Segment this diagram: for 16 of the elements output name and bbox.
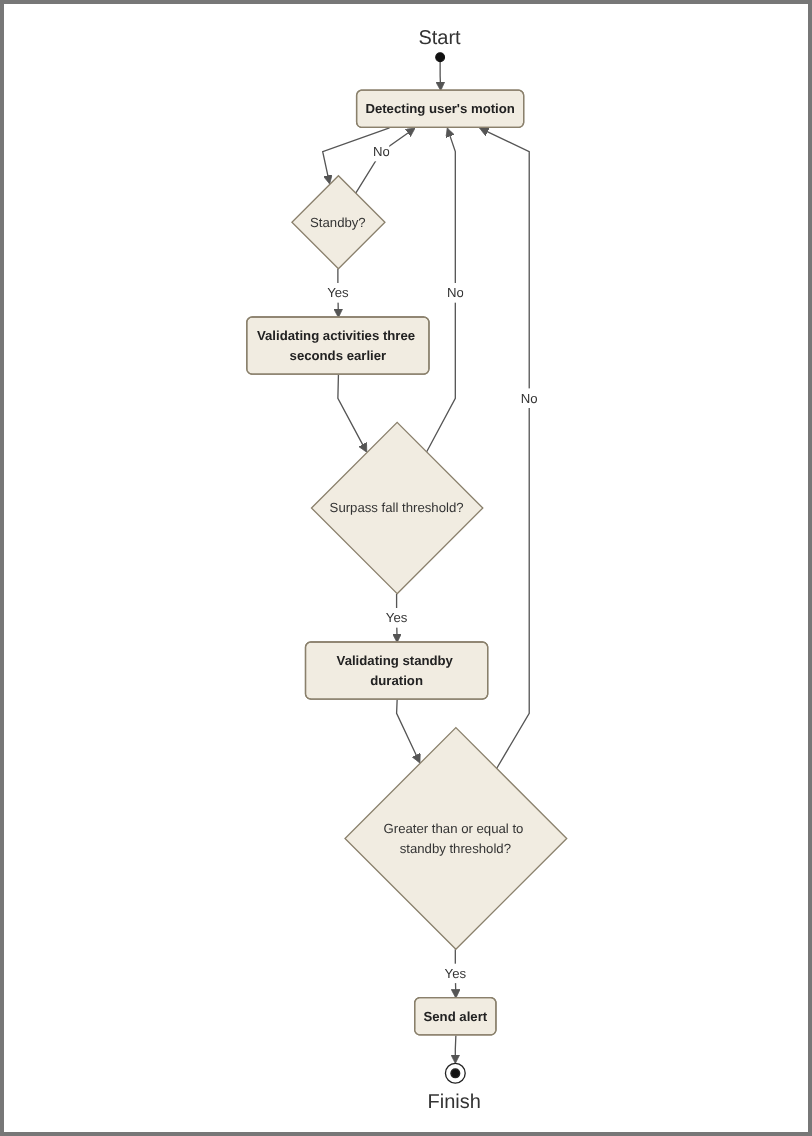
node-circle	[444, 1062, 466, 1084]
arrow	[321, 127, 390, 185]
node-circle	[434, 52, 445, 63]
arrow	[395, 698, 420, 764]
arrow	[332, 268, 343, 318]
arrow	[478, 127, 530, 770]
node-diamond	[309, 421, 483, 595]
node-diamond	[343, 726, 567, 951]
arrow	[449, 1034, 460, 1064]
node-diamond	[290, 174, 386, 270]
node-caption: Finish	[427, 1091, 481, 1116]
arrow	[336, 373, 367, 453]
arrow	[354, 127, 415, 195]
arrow	[434, 60, 445, 92]
arrow	[425, 127, 456, 453]
node-caption: Start	[418, 28, 461, 53]
